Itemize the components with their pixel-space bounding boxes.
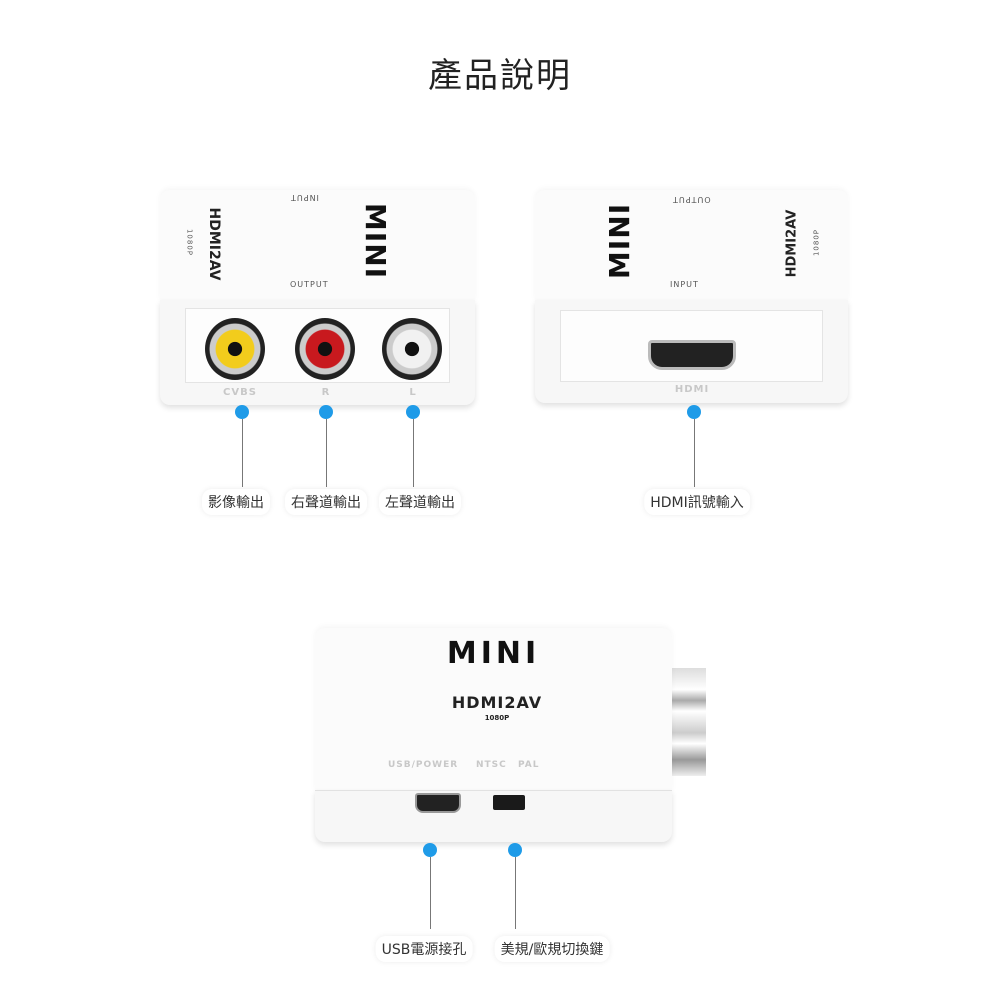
cvbs-jack [205,318,265,380]
callout-line [694,419,695,487]
callout-line [242,419,243,487]
l-label: L [409,387,417,398]
resolution-text: 1080P [185,228,194,257]
brand-text: HDMI2AV [451,693,543,712]
output-mark: OUTPUT [290,280,329,289]
mini-logo: MINI [603,202,636,280]
resolution-text: 1080P [484,714,510,722]
resolution-text: 1080P [812,228,821,257]
callout-dot [423,843,437,857]
brand-text: HDMI2AV [206,207,222,281]
input-mark: INPUT [670,280,699,289]
callout-dot [508,843,522,857]
hdmi-port [648,340,736,370]
callout-line [515,857,516,929]
usb-port [415,793,461,813]
page-title: 產品說明 [428,56,572,96]
callout-dot [406,405,420,419]
callout-usb-power: USB電源接孔 [375,936,473,962]
hdmi-label: HDMI [674,384,710,395]
rca-connectors [668,668,706,776]
callout-dot [319,405,333,419]
cvbs-label: CVBS [223,387,257,398]
usb-mark: USB/POWER [388,760,459,770]
pal-mark: PAL [518,760,540,770]
callout-line [430,857,431,929]
mini-logo: MINI [446,636,541,671]
right-audio-jack [295,318,355,380]
callout-switch: 美規/歐規切換鍵 [494,936,610,962]
callout-hdmi-in: HDMI訊號輸入 [644,489,750,515]
callout-right-out: 右聲道輸出 [285,489,367,515]
callout-dot [687,405,701,419]
callout-dot [235,405,249,419]
callout-line [326,419,327,487]
ntsc-mark: NTSC [476,760,507,770]
output-mark: OUTPUT [672,195,711,204]
callout-video-out: 影像輸出 [202,489,270,515]
mini-logo: MINI [359,202,392,280]
left-audio-jack [382,318,442,380]
callout-line [413,419,414,487]
input-mark: INPUT [290,193,319,202]
brand-text: HDMI2AV [784,209,800,278]
r-label: R [321,387,331,398]
callout-left-out: 左聲道輸出 [379,489,461,515]
ntsc-pal-switch[interactable] [493,795,525,810]
